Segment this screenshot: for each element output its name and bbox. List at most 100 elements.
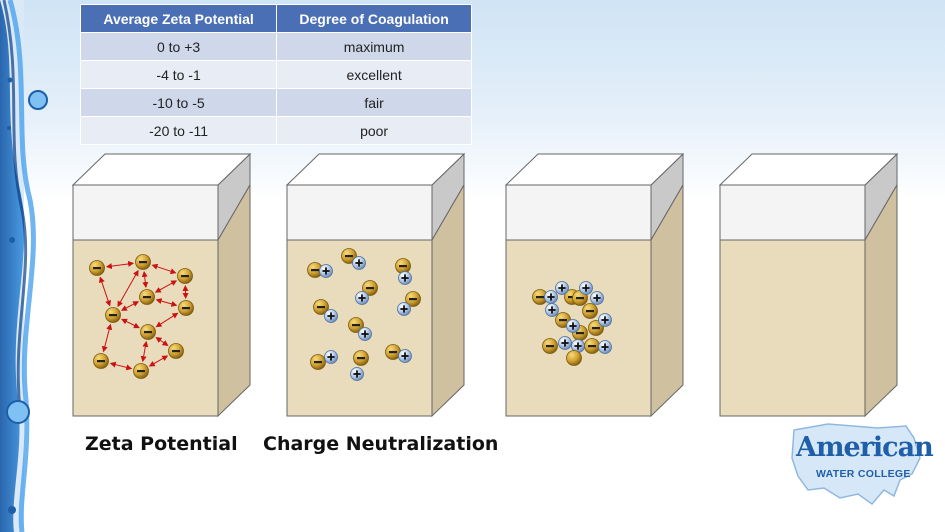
negative-particle <box>168 343 184 359</box>
negative-particle <box>178 300 194 316</box>
negative-particle <box>177 268 193 284</box>
positive-ion <box>590 291 604 305</box>
repulsion-arrow <box>101 323 113 353</box>
positive-ion <box>355 291 369 305</box>
positive-ion <box>350 367 364 381</box>
table-row: -4 to -1 excellent <box>79 60 472 89</box>
repulsion-arrow <box>151 263 177 275</box>
beaker-top <box>504 153 685 186</box>
repulsion-arrow <box>155 312 179 328</box>
negative-particle <box>105 307 121 323</box>
particle <box>566 350 582 366</box>
repulsion-arrow <box>98 276 112 307</box>
negative-particle <box>353 350 369 366</box>
positive-ion <box>398 349 412 363</box>
positive-ion <box>544 290 558 304</box>
repulsion-arrow <box>140 340 149 363</box>
negative-particle <box>542 338 558 354</box>
beaker-glass <box>719 184 866 241</box>
charge-neutralization-particles <box>307 248 421 381</box>
water-ribbon-decoration <box>0 0 48 532</box>
repulsion-arrows <box>98 260 189 371</box>
positive-ion <box>579 281 593 295</box>
beaker-side-water <box>864 183 898 418</box>
negative-particle <box>139 289 155 305</box>
repulsion-arrow <box>148 355 169 367</box>
positive-ion <box>397 302 411 316</box>
zeta-range-cell: -20 to -11 <box>79 116 278 145</box>
coagulation-cell: maximum <box>276 32 472 61</box>
zeta-potential-table: Average Zeta Potential Degree of Coagula… <box>79 4 472 145</box>
negative-particle <box>135 254 151 270</box>
beaker-water <box>719 239 866 417</box>
zeta-range-cell: 0 to +3 <box>79 32 278 61</box>
beaker-side-water <box>431 183 465 418</box>
positive-ion <box>324 350 338 364</box>
negative-particle <box>313 299 329 315</box>
positive-ion <box>598 313 612 327</box>
negative-particle <box>584 338 600 354</box>
positive-ion <box>558 336 572 350</box>
zeta-range-cell: -4 to -1 <box>79 60 278 89</box>
negative-particle <box>133 363 149 379</box>
positive-ion <box>598 340 612 354</box>
coagulation-cell: fair <box>276 88 472 117</box>
repulsion-arrow <box>141 270 149 289</box>
repulsion-arrow <box>155 298 178 307</box>
beaker-top <box>71 153 252 186</box>
logo-text-water-college: WATER COLLEGE <box>816 468 911 480</box>
beaker-side-water <box>650 183 684 418</box>
negative-particle <box>405 291 421 307</box>
floc-cluster-particles <box>532 281 612 366</box>
negative-particle <box>395 258 411 274</box>
positive-ion <box>319 264 333 278</box>
table-header-zeta: Average Zeta Potential <box>79 4 278 33</box>
positive-ion <box>566 319 580 333</box>
table-row: 0 to +3 maximum <box>79 32 472 61</box>
positive-ion <box>352 256 366 270</box>
repulsion-arrow <box>117 269 139 308</box>
coagulation-cell: poor <box>276 116 472 145</box>
water-drop-icon <box>6 400 30 424</box>
water-drop-icon <box>28 90 48 110</box>
beaker-glass <box>286 184 433 241</box>
beaker-side-water <box>217 183 251 418</box>
negative-particle <box>89 260 105 276</box>
zeta-potential-caption: Zeta Potential <box>85 433 238 455</box>
repulsion-arrow <box>155 337 169 346</box>
zeta-potential-particles <box>89 254 194 379</box>
repulsion-arrow <box>109 361 133 371</box>
positive-ion <box>398 271 412 285</box>
coagulation-cell: excellent <box>276 60 472 89</box>
charge-neutralization-caption: Charge Neutralization <box>263 433 499 455</box>
positive-ion <box>545 303 559 317</box>
beaker-glass <box>505 184 652 241</box>
negative-particle <box>140 324 156 340</box>
negative-particle <box>362 280 378 296</box>
usa-map-icon <box>791 423 921 506</box>
repulsion-arrow <box>121 318 140 329</box>
repulsion-arrow <box>105 260 135 270</box>
negative-particle <box>93 353 109 369</box>
negative-particle <box>348 317 364 333</box>
negative-particle <box>582 303 598 319</box>
zeta-range-cell: -10 to -5 <box>79 88 278 117</box>
table-header-coagulation: Degree of Coagulation <box>276 4 472 33</box>
table-row: -20 to -11 poor <box>79 116 472 145</box>
negative-particle <box>310 354 326 370</box>
positive-ion <box>358 327 372 341</box>
table-row: -10 to -5 fair <box>79 88 472 117</box>
beaker <box>718 152 899 418</box>
negative-particle <box>307 262 323 278</box>
beaker <box>71 152 252 418</box>
logo-text-american: American <box>796 432 934 463</box>
positive-ion <box>555 281 569 295</box>
beaker <box>504 152 685 418</box>
beaker-top <box>718 153 899 186</box>
beaker-top <box>285 153 466 186</box>
beaker-glass <box>72 184 219 241</box>
american-water-college-logo: American WATER COLLEGE <box>788 418 934 518</box>
negative-particle <box>341 248 357 264</box>
positive-ion <box>324 309 338 323</box>
